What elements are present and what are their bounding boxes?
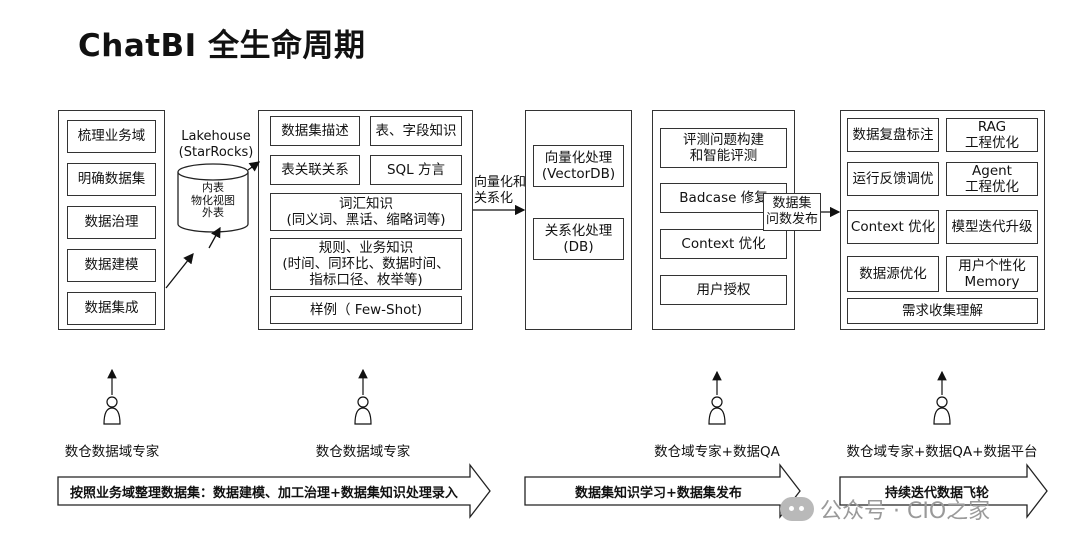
eval-box: 评测问题构建 和智能评测 [660,128,787,168]
user-auth-box: 用户授权 [660,275,787,305]
watermark-text: 公众号 · CIO之家 [820,499,991,524]
wechat-icon [780,497,814,521]
person-icon [708,370,726,425]
left-item: 数据治理 [67,206,156,239]
flywheel-item: RAG 工程优化 [946,118,1038,152]
lakehouse-label: Lakehouse (StarRocks) [178,129,254,160]
left-item: 数据集成 [67,292,156,325]
page-title: ChatBI 全生命周期 [78,28,366,64]
dataset-desc-box: 数据集描述 [270,116,360,146]
left-item: 梳理业务域 [67,120,156,153]
arrow-lakehouse-to-knowledge [208,226,221,249]
rules-box: 规则、业务知识 (时间、同环比、数据时间、 指标口径、枚举等) [270,238,462,290]
expert-label: 数仓数据域专家 [315,444,411,460]
flywheel-item: Context 优化 [847,210,939,244]
expert-label: 数仓域专家+数据QA [654,444,780,460]
context-box: Context 优化 [660,229,787,259]
person-icon [933,370,951,425]
requirement-box: 需求收集理解 [847,298,1038,324]
left-item: 明确数据集 [67,163,156,196]
vocab-box: 词汇知识 (同义词、黑话、缩略词等) [270,193,462,231]
banner-phase2: 数据集知识学习+数据集发布 [575,485,742,501]
banner-arrow-shape [57,463,491,519]
fewshot-box: 样例（ Few-Shot) [270,296,462,324]
flywheel-item: 数据源优化 [847,256,939,292]
banner-arrow-shape [839,463,1048,519]
flywheel-item: 用户个性化 Memory [946,256,1038,292]
person-icon [103,368,121,425]
watermark: 公众号 · CIO之家 [780,493,990,525]
flywheel-item: 模型迭代升级 [946,210,1038,244]
flywheel-item: 数据复盘标注 [847,118,939,152]
person-icon [354,368,372,425]
left-item: 数据建模 [67,249,156,282]
expert-label: 数仓域专家+数据QA+数据平台 [846,444,1038,460]
flywheel-item: Agent 工程优化 [946,162,1038,196]
expert-label: 数仓数据域专家 [64,444,160,460]
banner-phase3: 持续迭代数据飞轮 [885,485,990,501]
vectorize-label: 向量化和 关系化 [474,175,527,206]
banner-phase1: 按照业务域整理数据集：数据建模、加工治理+数据集知识处理录入 [70,485,458,501]
arrow-integrate-to-lakehouse [165,252,194,289]
cylinder-label: 内表 物化视图 外表 [191,181,235,220]
arrow-lakehouse-in [247,161,261,172]
flywheel-item: 运行反馈调优 [847,162,939,196]
table-field-box: 表、字段知识 [370,116,462,146]
sql-dialect-box: SQL 方言 [370,155,462,185]
relation-process-box: 关系化处理 (DB) [533,218,624,260]
database-cylinder-icon [177,163,249,233]
vector-process-box: 向量化处理 (VectorDB) [533,145,624,187]
publish-box: 数据集 问数发布 [763,193,821,231]
table-relation-box: 表关联关系 [270,155,360,185]
